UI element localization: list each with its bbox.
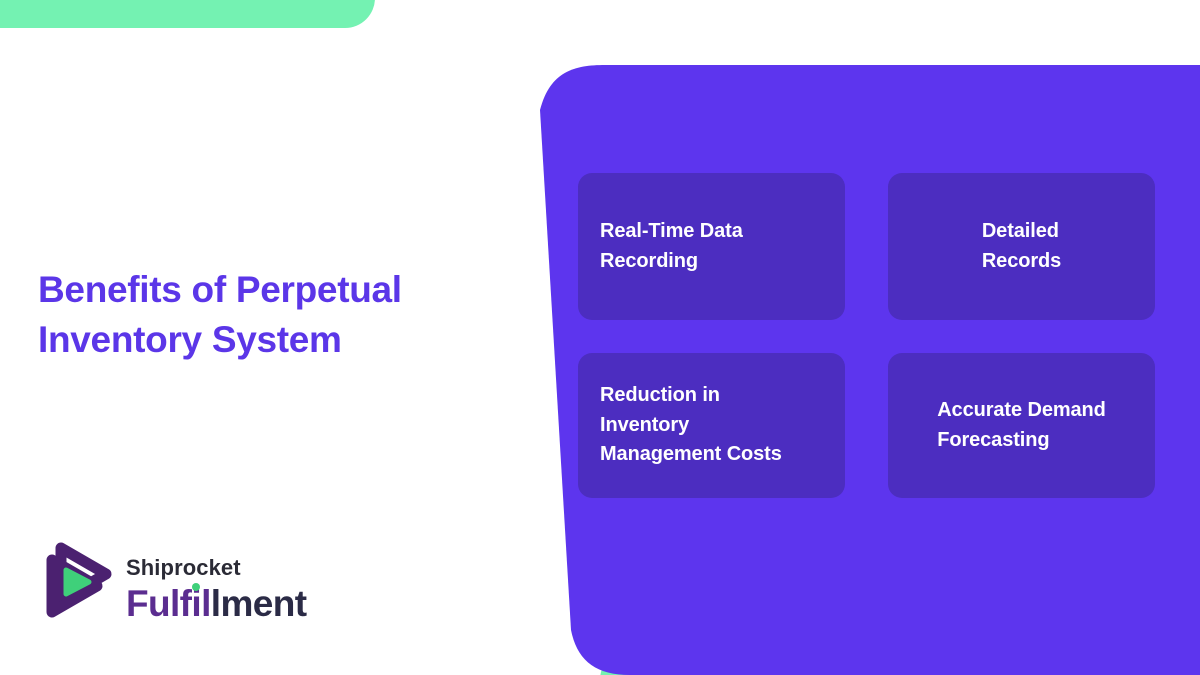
page-title-line-2: Inventory System <box>38 319 342 361</box>
benefit-card-accurate-demand-forecasting[interactable]: Accurate Demand Forecasting <box>888 353 1155 498</box>
benefits-card-grid: Real-Time Data Recording Detailed Record… <box>578 173 1156 499</box>
page-title-line-1: Benefits of Perpetual <box>38 269 402 310</box>
benefit-card-text: Detailed Records <box>982 217 1061 276</box>
benefit-card-detailed-records[interactable]: Detailed Records <box>888 173 1155 320</box>
shiprocket-fulfillment-logo: Shiprocket Fulfillment <box>38 536 307 624</box>
logo-wordmark: Shiprocket Fulfillment <box>126 536 326 623</box>
benefit-card-line-1: Accurate Demand <box>937 398 1106 421</box>
benefit-card-line-2: Recording <box>600 249 698 272</box>
benefit-card-real-time-data-recording[interactable]: Real-Time Data Recording <box>578 173 845 320</box>
benefit-card-line-3: Management Costs <box>600 443 782 466</box>
logo-word-shiprocket: Shiprocket <box>126 555 241 580</box>
benefit-card-reduction-in-inventory-management-costs[interactable]: Reduction in Inventory Management Costs <box>578 353 845 498</box>
logo-word-fulfillment-part-4: lment <box>210 583 307 624</box>
benefit-card-text: Reduction in Inventory Management Costs <box>600 381 782 470</box>
benefit-card-line-2: Records <box>981 249 1062 272</box>
benefit-card-text: Real-Time Data Recording <box>600 217 743 276</box>
logo-word-fulfillment: Fulfillment <box>126 585 326 622</box>
page-title: Benefits of Perpetual Inventory System <box>38 265 458 366</box>
benefit-card-line-2: Forecasting <box>937 428 1050 451</box>
benefit-card-line-1: Real-Time Data <box>600 219 743 242</box>
play-triangle-icon <box>38 538 116 622</box>
logo-word-fulfillment-part-3: l <box>201 583 211 624</box>
benefit-card-line-2: Inventory <box>600 413 690 436</box>
benefit-card-line-1: Detailed <box>981 219 1059 242</box>
benefit-card-line-1: Reduction in <box>600 384 720 407</box>
logo-word-fulfillment-dotted-i: i <box>191 583 202 624</box>
top-left-green-accent <box>0 0 375 28</box>
logo-word-fulfillment-part-1: Fulf <box>126 583 192 624</box>
benefit-card-text: Accurate Demand Forecasting <box>937 396 1106 455</box>
